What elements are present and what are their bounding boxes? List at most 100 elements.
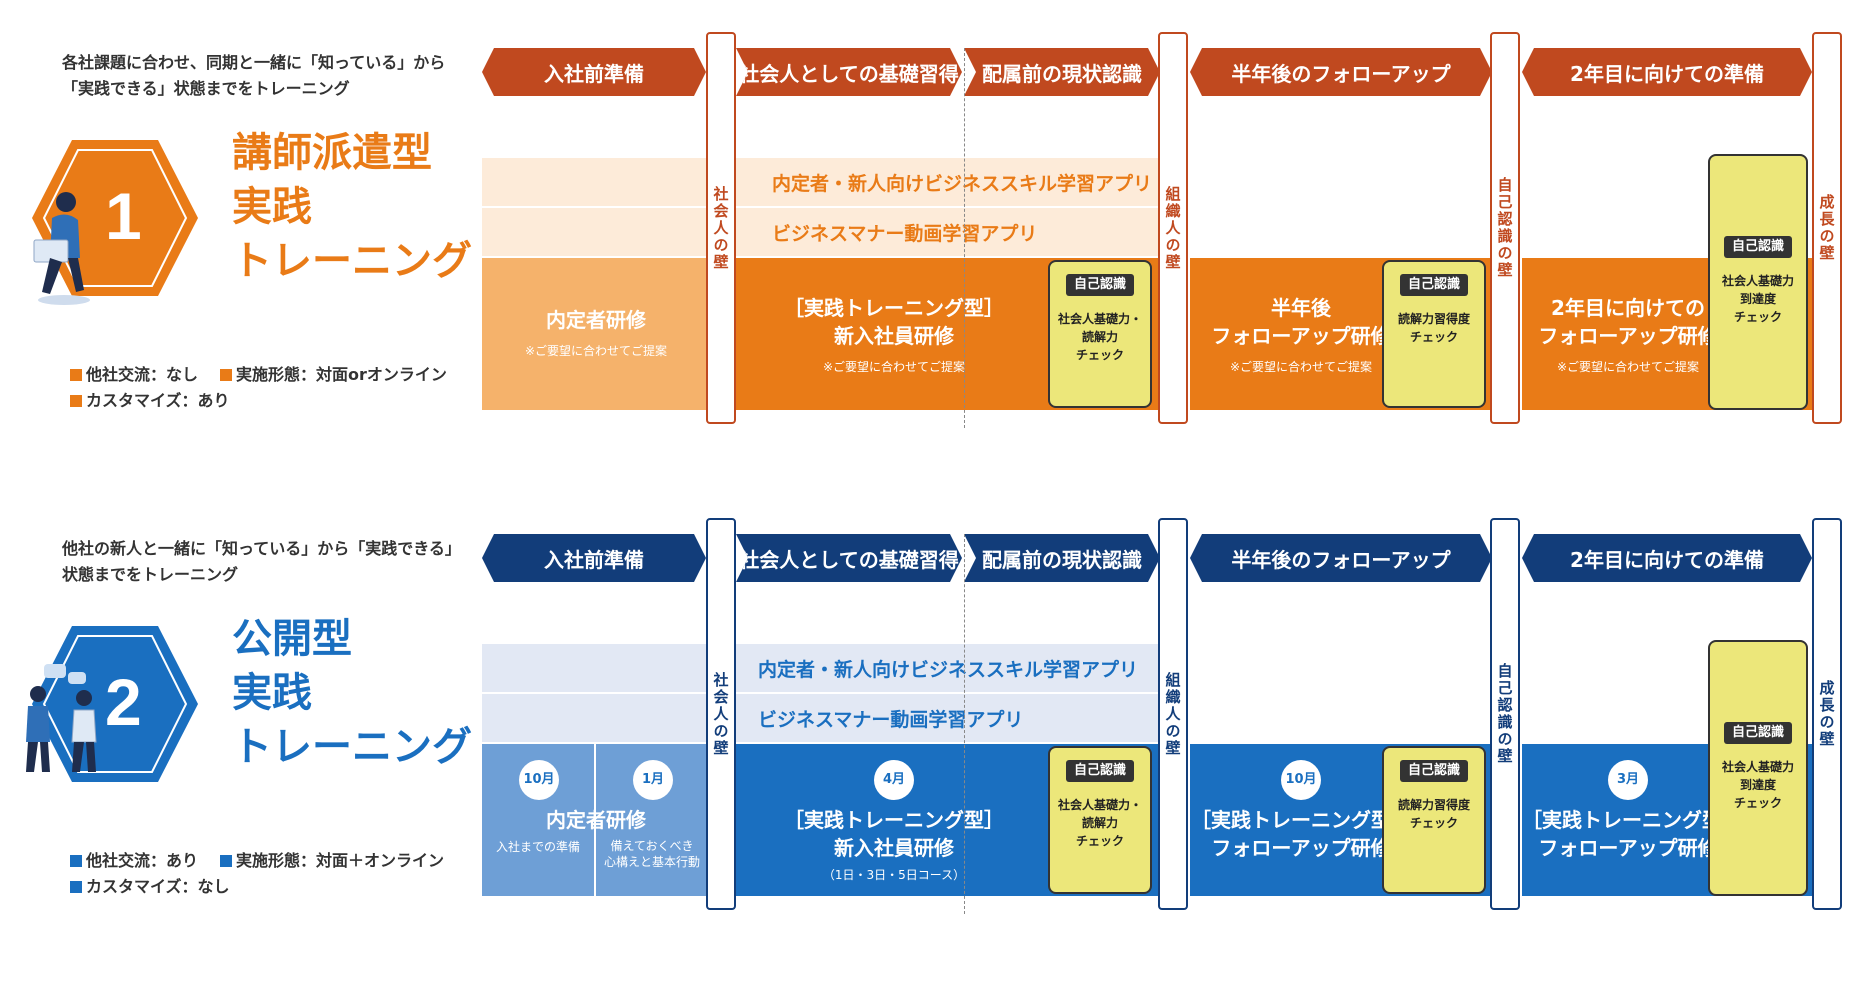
legend-item: カスタマイズ：なし — [70, 874, 230, 900]
legend: 他社交流：なし 実施形態：対面orオンライン カスタマイズ：あり — [70, 362, 447, 414]
wall-label: 社会人の壁 — [711, 672, 732, 757]
check-text: 読解力 — [1050, 814, 1150, 832]
app-band-skill: 内定者・新人向けビジネススキル学習アプリ — [482, 158, 1158, 206]
self-check-card: 自己認識 社会人基礎力 到達度 チェック — [1708, 640, 1808, 896]
legend: 他社交流：あり 実施形態：対面＋オンライン カスタマイズ：なし — [70, 848, 444, 900]
app-label: 内定者・新人向けビジネススキル学習アプリ — [758, 655, 1138, 682]
block-title: 半年後 — [1190, 294, 1412, 322]
block-title: フォローアップ研修 — [1190, 834, 1412, 862]
block-title: ［実践トレーニング型］ — [1190, 806, 1412, 834]
wall-organization: 組織人の壁 — [1158, 32, 1188, 424]
block-pre-join-training: 10月 1月 内定者研修 入社までの準備 備えておくべき 心構えと基本行動 — [482, 744, 710, 896]
block-title: ［実践トレーニング型］ — [736, 294, 1052, 322]
phase-pre-assign: 配属前の現状認識 — [964, 534, 1160, 582]
block-note: （1日・3日・5日コース） — [736, 866, 1052, 883]
block-note: ※ご要望に合わせてご提案 — [1522, 358, 1734, 375]
block-title: 新入社員研修 — [736, 322, 1052, 350]
wall-label: 自己認識の壁 — [1495, 663, 1516, 765]
month-badge: 10月 — [519, 760, 559, 800]
check-text: 社会人基礎力 — [1710, 758, 1806, 776]
legend-text: カスタマイズ：あり — [86, 391, 230, 410]
legend-item: 実施形態：対面orオンライン — [220, 362, 447, 388]
phase-basics: 社会人としての基礎習得 — [736, 534, 962, 582]
title-line: 公開型 — [232, 612, 472, 666]
legend-text: 実施形態：対面＋オンライン — [236, 851, 444, 870]
legend-square-icon — [220, 855, 232, 867]
title-line: 実践 — [232, 180, 472, 234]
title-line: トレーニング — [232, 720, 472, 774]
month-badge: 1月 — [633, 760, 673, 800]
check-text: 読解力 — [1050, 328, 1150, 346]
phase-pre-join: 入社前準備 — [482, 534, 706, 582]
check-text: チェック — [1384, 814, 1484, 832]
legend-text: 実施形態：対面orオンライン — [236, 365, 447, 384]
legend-square-icon — [70, 395, 82, 407]
block-title: 新入社員研修 — [736, 834, 1052, 862]
block-subnote: 入社までの準備 — [482, 838, 594, 870]
intro-line: 「実践できる」状態までをトレーニング — [62, 76, 462, 102]
self-check-card: 自己認識 社会人基礎力・ 読解力 チェック — [1048, 746, 1152, 894]
phase-divider — [964, 534, 965, 914]
wall-growth: 成長の壁 — [1812, 518, 1842, 910]
phase-second-year: 2年目に向けての準備 — [1522, 534, 1812, 582]
block-title: フォローアップ研修 — [1522, 322, 1734, 350]
person-laptop-icon — [28, 188, 98, 308]
block-title: ［実践トレーニング型］ — [736, 806, 1052, 834]
self-check-card: 自己認識 社会人基礎力 到達度 チェック — [1708, 154, 1808, 410]
section-number: 1 — [105, 178, 142, 254]
section-title: 公開型 実践 トレーニング — [232, 612, 472, 774]
wall-label: 社会人の壁 — [711, 186, 732, 271]
block-subnote: 備えておくべき 心構えと基本行動 — [594, 838, 710, 870]
phase-basics: 社会人としての基礎習得 — [736, 48, 962, 96]
section-dispatch-training: 各社課題に合わせ、同期と一緒に「知っている」から 「実践できる」状態までをトレー… — [0, 0, 1864, 420]
wall-organization: 組織人の壁 — [1158, 518, 1188, 910]
wall-growth: 成長の壁 — [1812, 32, 1842, 424]
month-badge: 3月 — [1608, 760, 1648, 800]
block-note: ※ご要望に合わせてご提案 — [482, 342, 710, 359]
intro-line: 各社課題に合わせ、同期と一緒に「知っている」から — [62, 50, 462, 76]
wall-self-awareness: 自己認識の壁 — [1490, 518, 1520, 910]
block-subnote-line: 備えておくべき — [594, 838, 710, 854]
section-intro: 各社課題に合わせ、同期と一緒に「知っている」から 「実践できる」状態までをトレー… — [62, 50, 462, 102]
section-public-training: 他社の新人と一緒に「知っている」から「実践できる」 状態までをトレーニング 2 … — [0, 486, 1864, 906]
wall-label: 組織人の壁 — [1163, 672, 1184, 757]
check-text: 到達度 — [1710, 290, 1806, 308]
check-tag: 自己認識 — [1400, 274, 1468, 296]
block-divider — [594, 744, 596, 896]
phase-half-year: 半年後のフォローアップ — [1190, 48, 1492, 96]
wall-label: 成長の壁 — [1817, 680, 1838, 748]
check-text: 到達度 — [1710, 776, 1806, 794]
app-band-manner: ビジネスマナー動画学習アプリ — [482, 208, 1158, 256]
check-tag: 自己認識 — [1066, 760, 1134, 782]
check-text: チェック — [1710, 308, 1806, 326]
app-label: ビジネスマナー動画学習アプリ — [758, 705, 1023, 732]
wall-society: 社会人の壁 — [706, 32, 736, 424]
block-title: 内定者研修 — [482, 306, 710, 334]
legend-item: 実施形態：対面＋オンライン — [220, 848, 444, 874]
phase-half-year: 半年後のフォローアップ — [1190, 534, 1492, 582]
block-title: フォローアップ研修 — [1190, 322, 1412, 350]
title-line: トレーニング — [232, 234, 472, 288]
check-text: チェック — [1710, 794, 1806, 812]
check-text: 読解力習得度 — [1384, 796, 1484, 814]
self-check-card: 自己認識 社会人基礎力・ 読解力 チェック — [1048, 260, 1152, 408]
block-note: ※ご要望に合わせてご提案 — [736, 358, 1052, 375]
intro-line: 他社の新人と一緒に「知っている」から「実践できる」 — [62, 536, 462, 562]
phase-pre-join: 入社前準備 — [482, 48, 706, 96]
check-tag: 自己認識 — [1724, 722, 1792, 744]
app-label: ビジネスマナー動画学習アプリ — [772, 219, 1037, 246]
block-pre-join-training: 内定者研修 ※ご要望に合わせてご提案 — [482, 258, 710, 410]
legend-square-icon — [70, 369, 82, 381]
wall-label: 組織人の壁 — [1163, 186, 1184, 271]
check-tag: 自己認識 — [1724, 236, 1792, 258]
block-note: ※ご要望に合わせてご提案 — [1190, 358, 1412, 375]
check-text: 社会人基礎力・ — [1050, 796, 1150, 814]
intro-line: 状態までをトレーニング — [62, 562, 462, 588]
block-title: 2年目に向けての — [1522, 294, 1734, 322]
legend-square-icon — [220, 369, 232, 381]
check-tag: 自己認識 — [1400, 760, 1468, 782]
phase-pre-assign: 配属前の現状認識 — [964, 48, 1160, 96]
block-subnote-line: 心構えと基本行動 — [594, 854, 710, 870]
self-check-card: 自己認識 読解力習得度 チェック — [1382, 260, 1486, 408]
phase-divider — [964, 48, 965, 428]
